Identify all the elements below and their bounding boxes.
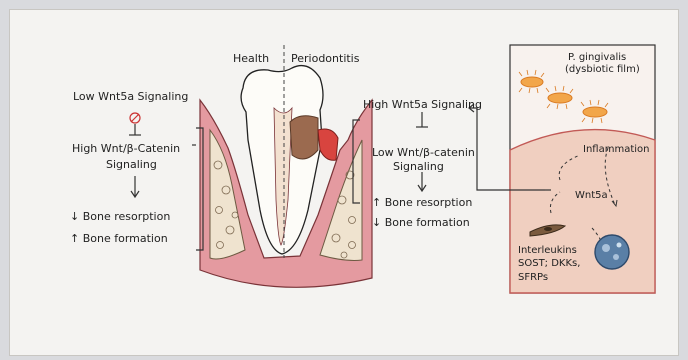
low-wnt-catenin-label: Low Wnt/β-catenin	[372, 146, 475, 159]
tooth-illustration	[200, 66, 372, 288]
signaling-label-right: Signaling	[393, 160, 444, 173]
inflammation-label: Inflammation	[583, 144, 649, 155]
signaling-label-left: Signaling	[106, 158, 157, 171]
sost-label: SOST; DKKs,	[518, 258, 580, 269]
bone-resorption-right: ↑ Bone resorption	[372, 196, 472, 209]
sfrps-label: SFRPs	[518, 272, 548, 283]
bone-formation-right: ↓ Bone formation	[372, 216, 470, 229]
caries-lesion	[290, 116, 318, 159]
immune-cell	[595, 235, 629, 269]
low-wnt5a-label: Low Wnt5a Signaling	[73, 90, 188, 103]
high-wnt-catenin-label: High Wnt/β-Catenin	[72, 142, 180, 155]
bone-formation-left: ↑ Bone formation	[70, 232, 168, 245]
bone-resorption-left: ↓ Bone resorption	[70, 210, 170, 223]
periodontitis-label: Periodontitis	[291, 52, 359, 65]
dysbiotic-film-label: (dysbiotic film)	[565, 64, 640, 75]
interleukins-label: Interleukins	[518, 245, 577, 256]
pg-label: P. gingivalis	[568, 52, 626, 63]
health-label: Health	[233, 52, 269, 65]
high-wnt5a-label: High Wnt5a Signaling	[363, 98, 482, 111]
wnt5a-label: Wnt5a	[575, 190, 608, 201]
